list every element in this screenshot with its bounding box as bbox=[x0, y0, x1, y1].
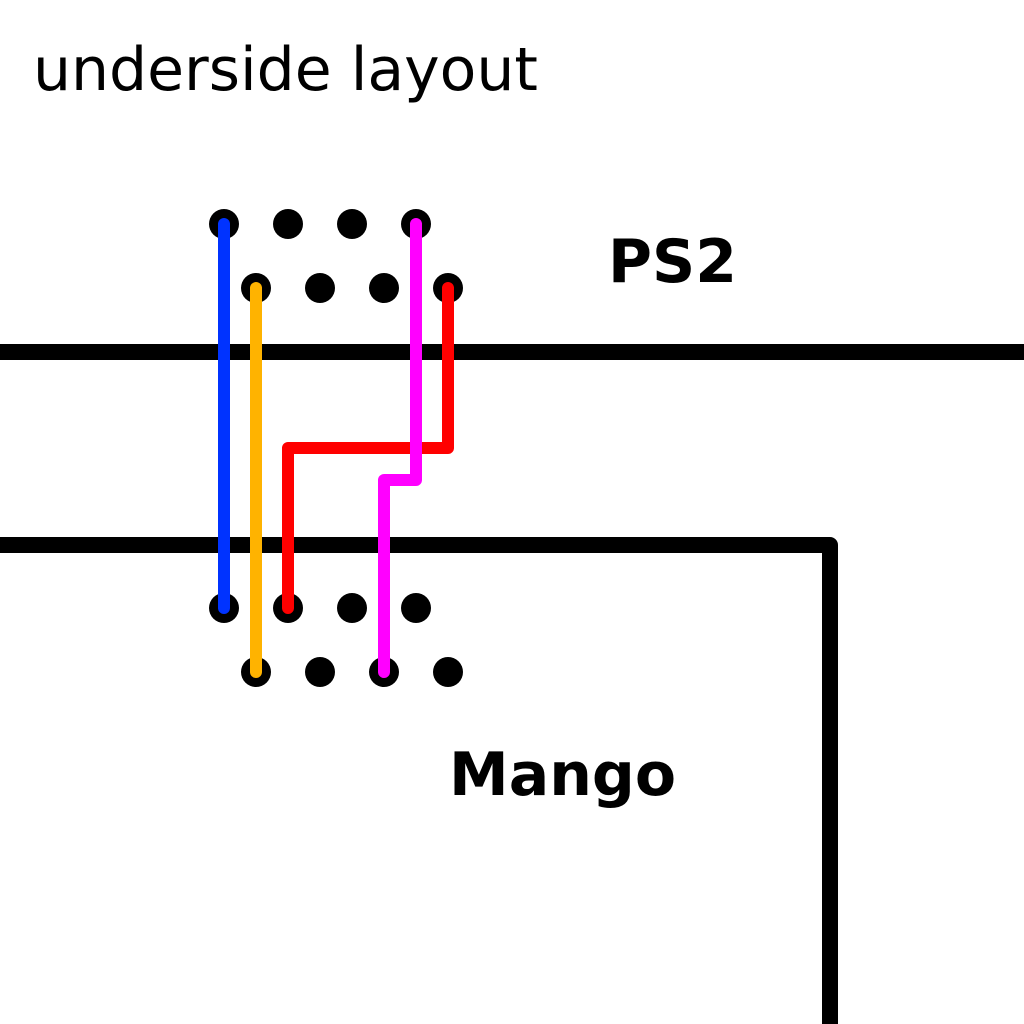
mango-pads bbox=[209, 593, 463, 687]
mango-pad bbox=[305, 657, 335, 687]
ps2-label: PS2 bbox=[608, 227, 737, 297]
mango-label: Mango bbox=[449, 740, 676, 810]
ps2-pad bbox=[305, 273, 335, 303]
ps2-pads bbox=[209, 209, 463, 303]
mango-board-edge bbox=[0, 537, 838, 1024]
diagram-title: underside layout bbox=[33, 35, 538, 105]
ps2-pad bbox=[369, 273, 399, 303]
ps2-pad bbox=[273, 209, 303, 239]
mango-pad bbox=[401, 593, 431, 623]
mango-pad bbox=[337, 593, 367, 623]
mango-pad bbox=[433, 657, 463, 687]
wire-magenta bbox=[378, 218, 422, 678]
ps2-pad bbox=[337, 209, 367, 239]
wire-red bbox=[282, 282, 454, 614]
